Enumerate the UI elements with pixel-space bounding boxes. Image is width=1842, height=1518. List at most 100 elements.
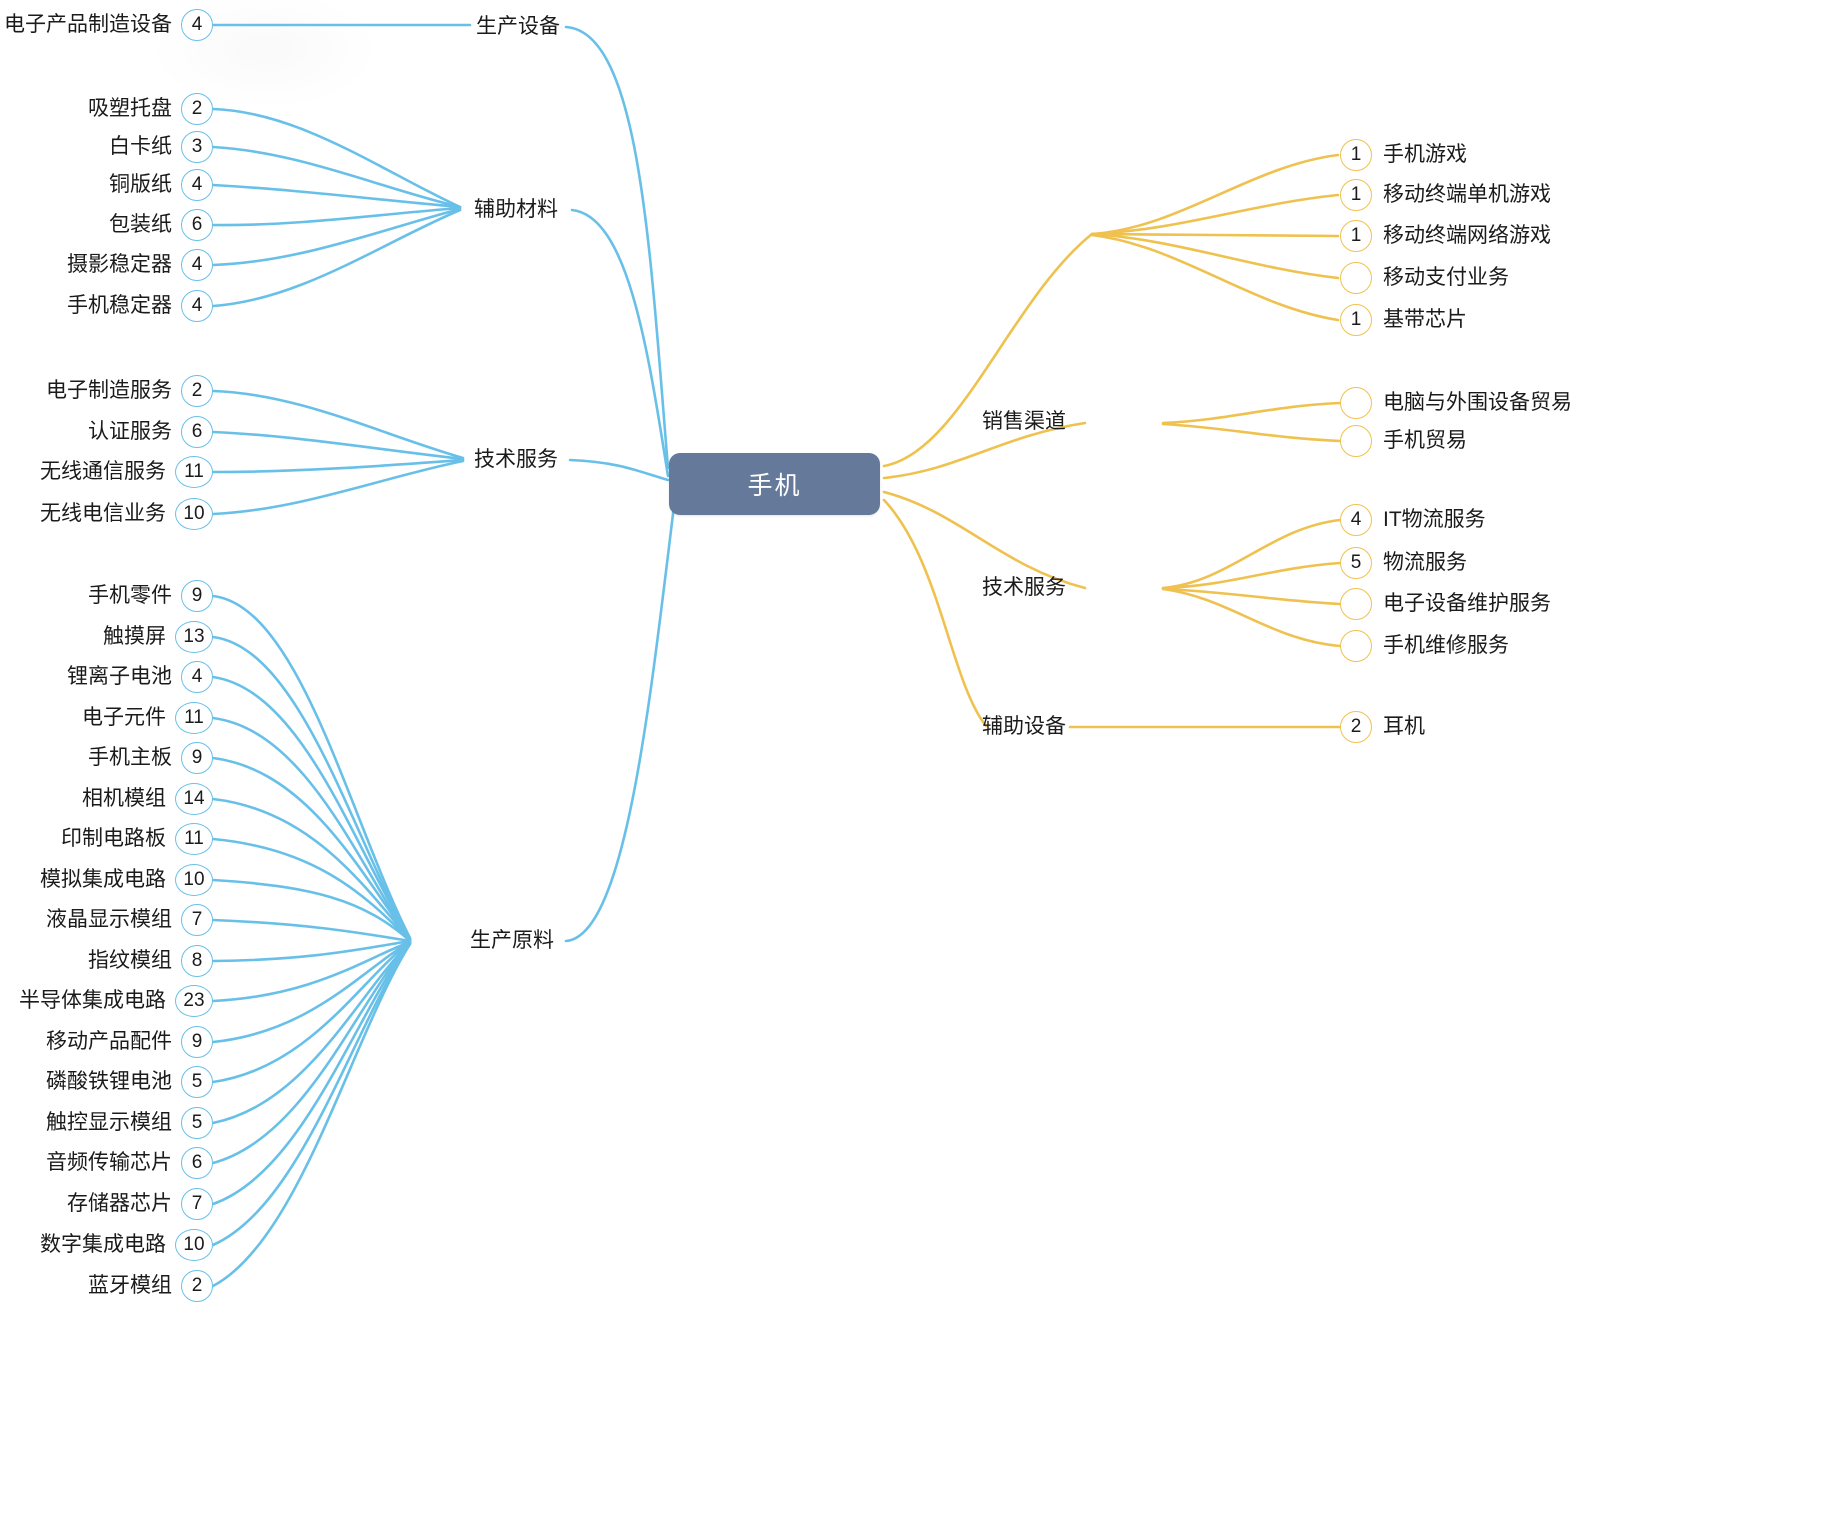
category-label-xiaoshouqudao[interactable]: 销售渠道 (982, 410, 1066, 433)
leaf-count-badge: 9 (181, 580, 213, 612)
leaf-label: 耳机 (1383, 715, 1425, 738)
leaf-item[interactable]: 移动产品配件 9 (0, 1025, 213, 1059)
leaf-item[interactable]: 触控显示模组 5 (0, 1106, 213, 1140)
leaf-label: 手机游戏 (1383, 143, 1467, 166)
leaf-count-badge: 10 (175, 498, 213, 530)
leaf-item[interactable]: 锂离子电池 4 (0, 660, 213, 694)
leaf-item[interactable]: 包装纸 6 (0, 208, 213, 242)
leaf-count-badge: 4 (1340, 504, 1372, 536)
leaf-label: 蓝牙模组 (88, 1274, 172, 1297)
leaf-item[interactable]: 相机模组 14 (0, 782, 213, 816)
leaf-item[interactable]: 存储器芯片 7 (0, 1187, 213, 1221)
leaf-item[interactable]: 认证服务 6 (0, 415, 213, 449)
leaf-item[interactable]: 手机稳定器 4 (0, 289, 213, 323)
leaf-label: IT物流服务 (1383, 508, 1486, 531)
leaf-item[interactable]: 磷酸铁锂电池 5 (0, 1065, 213, 1099)
leaf-item[interactable]: 手机维修服务 (1340, 629, 1509, 663)
category-label-jishufuwu-left[interactable]: 技术服务 (474, 448, 558, 471)
leaf-label: 铜版纸 (109, 173, 172, 196)
leaf-item[interactable]: 数字集成电路 10 (0, 1228, 213, 1262)
leaf-item[interactable]: 触摸屏 13 (0, 620, 213, 654)
leaf-count-badge: 4 (181, 249, 213, 281)
leaf-item[interactable]: 音频传输芯片 6 (0, 1146, 213, 1180)
leaf-item[interactable]: 铜版纸 4 (0, 168, 213, 202)
leaf-label: 电子元件 (82, 706, 166, 729)
leaf-item[interactable]: 白卡纸 3 (0, 130, 213, 164)
leaf-item[interactable]: 移动支付业务 (1340, 261, 1509, 295)
leaf-count-badge: 4 (181, 661, 213, 693)
leaf-item[interactable]: 模拟集成电路 10 (0, 863, 213, 897)
leaf-label: 无线通信服务 (40, 460, 166, 483)
leaf-count-badge (1340, 425, 1372, 457)
leaf-item[interactable]: 无线通信服务 11 (0, 455, 213, 489)
leaf-item[interactable]: 吸塑托盘 2 (0, 92, 213, 126)
leaf-label: 电子制造服务 (46, 379, 172, 402)
leaf-count-badge: 2 (1340, 711, 1372, 743)
category-label-fuzhushebei[interactable]: 辅助设备 (982, 715, 1066, 738)
leaf-label: 数字集成电路 (40, 1233, 166, 1256)
leaf-label: 磷酸铁锂电池 (46, 1070, 172, 1093)
leaf-label: 电子设备维护服务 (1383, 592, 1551, 615)
leaf-item[interactable]: 手机贸易 (1340, 424, 1467, 458)
leaf-label: 移动终端网络游戏 (1383, 224, 1551, 247)
leaf-label: 相机模组 (82, 787, 166, 810)
leaf-item[interactable]: 1 移动终端网络游戏 (1340, 219, 1551, 253)
leaf-label: 锂离子电池 (67, 665, 172, 688)
leaf-count-badge: 14 (175, 783, 213, 815)
leaf-item[interactable]: 电脑与外围设备贸易 (1340, 386, 1572, 420)
category-label-jishufuwu-right[interactable]: 技术服务 (982, 576, 1066, 599)
leaf-label: 吸塑托盘 (88, 97, 172, 120)
leaf-item[interactable]: 2 耳机 (1340, 710, 1425, 744)
root-node[interactable]: 手机 (669, 453, 880, 515)
leaf-count-badge: 6 (181, 209, 213, 241)
leaf-count-badge: 9 (181, 1026, 213, 1058)
leaf-item[interactable]: 印制电路板 11 (0, 822, 213, 856)
category-label-fuzhucailiao[interactable]: 辅助材料 (474, 198, 558, 221)
leaf-label: 无线电信业务 (40, 502, 166, 525)
leaf-item[interactable]: 4 IT物流服务 (1340, 503, 1486, 537)
leaf-count-badge: 5 (181, 1107, 213, 1139)
leaf-count-badge: 2 (181, 93, 213, 125)
leaf-item[interactable]: 液晶显示模组 7 (0, 903, 213, 937)
leaf-count-badge: 4 (181, 169, 213, 201)
leaf-count-badge: 4 (181, 290, 213, 322)
leaf-count-badge (1340, 262, 1372, 294)
leaf-item[interactable]: 手机主板 9 (0, 741, 213, 775)
leaf-item[interactable]: 1 移动终端单机游戏 (1340, 178, 1551, 212)
leaf-count-badge (1340, 387, 1372, 419)
leaf-item[interactable]: 指纹模组 8 (0, 944, 213, 978)
category-label-shengchanshebei[interactable]: 生产设备 (476, 15, 560, 38)
leaf-item[interactable]: 手机零件 9 (0, 579, 213, 613)
leaf-count-badge: 1 (1340, 139, 1372, 171)
leaf-label: 指纹模组 (88, 949, 172, 972)
leaf-count-badge: 13 (175, 621, 213, 653)
leaf-count-badge: 5 (1340, 547, 1372, 579)
leaf-label: 手机维修服务 (1383, 634, 1509, 657)
leaf-item[interactable]: 5 物流服务 (1340, 546, 1467, 580)
leaf-label: 物流服务 (1383, 551, 1467, 574)
leaf-item[interactable]: 电子设备维护服务 (1340, 587, 1551, 621)
leaf-count-badge: 10 (175, 1229, 213, 1261)
leaf-item[interactable]: 无线电信业务 10 (0, 497, 213, 531)
leaf-count-badge: 6 (181, 1147, 213, 1179)
leaf-item[interactable]: 半导体集成电路 23 (0, 984, 213, 1018)
leaf-label: 电子产品制造设备 (4, 13, 172, 36)
leaf-item[interactable]: 1 手机游戏 (1340, 138, 1467, 172)
leaf-count-badge: 8 (181, 945, 213, 977)
leaf-item[interactable]: 1 基带芯片 (1340, 303, 1467, 337)
category-label-shengchanyuanliao[interactable]: 生产原料 (470, 929, 554, 952)
leaf-count-badge (1340, 630, 1372, 662)
leaf-count-badge: 3 (181, 131, 213, 163)
leaf-item[interactable]: 电子制造服务 2 (0, 374, 213, 408)
leaf-label: 半导体集成电路 (19, 989, 166, 1012)
leaf-item[interactable]: 蓝牙模组 2 (0, 1269, 213, 1303)
leaf-item[interactable]: 电子元件 11 (0, 701, 213, 735)
leaf-label: 移动支付业务 (1383, 266, 1509, 289)
leaf-label: 手机贸易 (1383, 429, 1467, 452)
leaf-count-badge: 9 (181, 742, 213, 774)
leaf-label: 基带芯片 (1383, 308, 1467, 331)
leaf-item[interactable]: 电子产品制造设备 4 (0, 8, 213, 42)
leaf-item[interactable]: 摄影稳定器 4 (0, 248, 213, 282)
